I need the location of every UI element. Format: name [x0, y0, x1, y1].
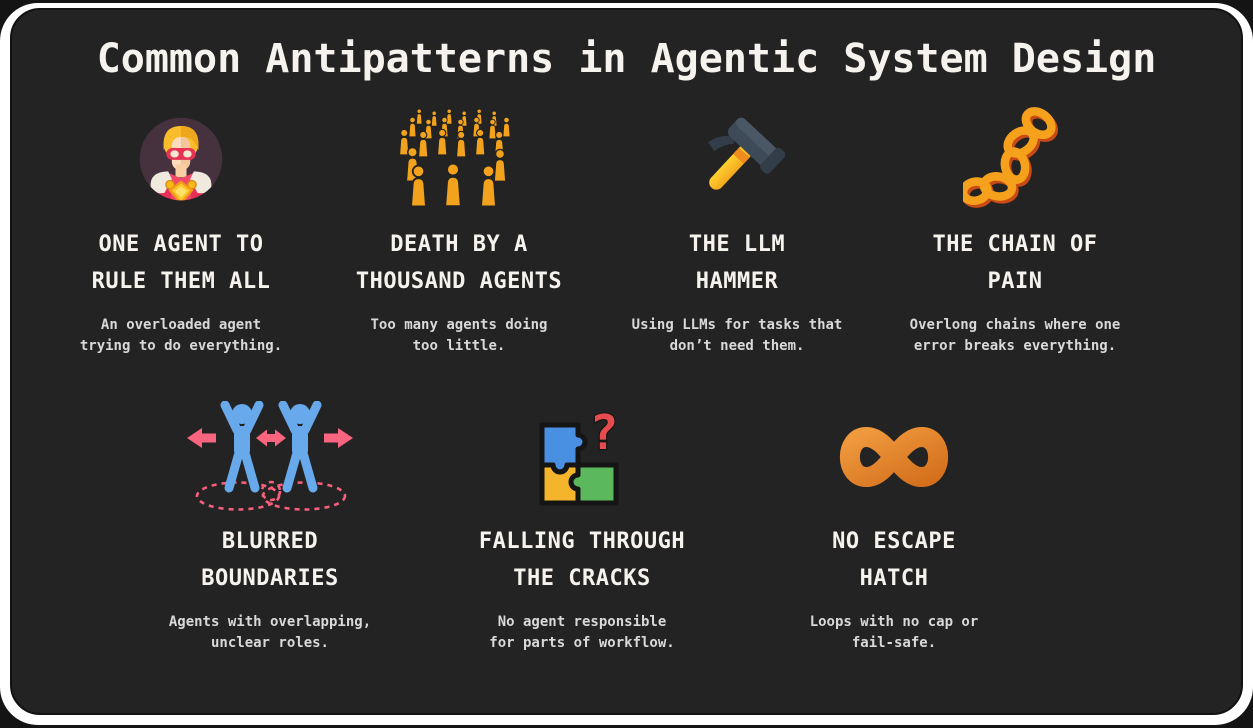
antipattern-description: Using LLMs for tasks that don’t need the…: [631, 317, 843, 354]
crowd-icon: [395, 108, 523, 210]
puzzle-missing-piece-icon: ?: [528, 405, 636, 507]
hammer-icon: [689, 108, 785, 210]
blurred-boundaries-icon: [179, 401, 361, 511]
antipattern-card-falling-through-cracks: ? FALLING THROUGH THE CRACKS No agent re…: [426, 405, 738, 654]
antipattern-card-one-agent: ONE AGENT TO RULE THEM ALL An overloaded…: [42, 108, 320, 357]
antipattern-title: DEATH BY A THOUSAND AGENTS: [355, 232, 563, 294]
question-mark-glyph: ?: [590, 405, 619, 461]
antipattern-title: NO ESCAPE HATCH: [832, 529, 956, 591]
antipattern-title: ONE AGENT TO RULE THEM ALL: [91, 232, 271, 294]
antipattern-description: An overloaded agent trying to do everyth…: [79, 317, 283, 354]
antipattern-description: No agent responsible for parts of workfl…: [489, 614, 675, 651]
antipattern-title: BLURRED BOUNDARIES: [201, 529, 339, 591]
chain-icon: [963, 107, 1067, 210]
infinity-loop-icon: [832, 407, 956, 507]
antipatterns-row-2: BLURRED BOUNDARIES Agents with overlappi…: [12, 401, 1241, 654]
antipattern-description: Overlong chains where one error breaks e…: [909, 317, 1121, 354]
superhero-icon: [137, 108, 225, 210]
antipattern-title: THE LLM HAMMER: [688, 232, 786, 294]
antipattern-title: FALLING THROUGH THE CRACKS: [478, 529, 686, 591]
antipattern-title: THE CHAIN OF PAIN: [932, 232, 1098, 294]
antipatterns-row-1: ONE AGENT TO RULE THEM ALL An overloaded…: [12, 107, 1241, 357]
antipattern-description: Too many agents doing too little.: [370, 317, 548, 354]
antipattern-card-no-escape-hatch: NO ESCAPE HATCH Loops with no cap or fai…: [738, 407, 1050, 654]
antipattern-card-thousand-agents: DEATH BY A THOUSAND AGENTS Too many agen…: [320, 108, 598, 357]
page-title: Common Antipatterns in Agentic System De…: [96, 36, 1157, 82]
antipattern-card-llm-hammer: THE LLM HAMMER Using LLMs for tasks that…: [598, 108, 876, 357]
antipattern-description: Agents with overlapping, unclear roles.: [168, 614, 372, 651]
infographic-canvas: Common Antipatterns in Agentic System De…: [10, 8, 1243, 715]
antipattern-description: Loops with no cap or fail-safe.: [809, 614, 979, 651]
antipattern-card-chain-of-pain: THE CHAIN OF PAIN Overlong chains where …: [876, 107, 1154, 357]
antipattern-card-blurred-boundaries: BLURRED BOUNDARIES Agents with overlappi…: [114, 401, 426, 654]
